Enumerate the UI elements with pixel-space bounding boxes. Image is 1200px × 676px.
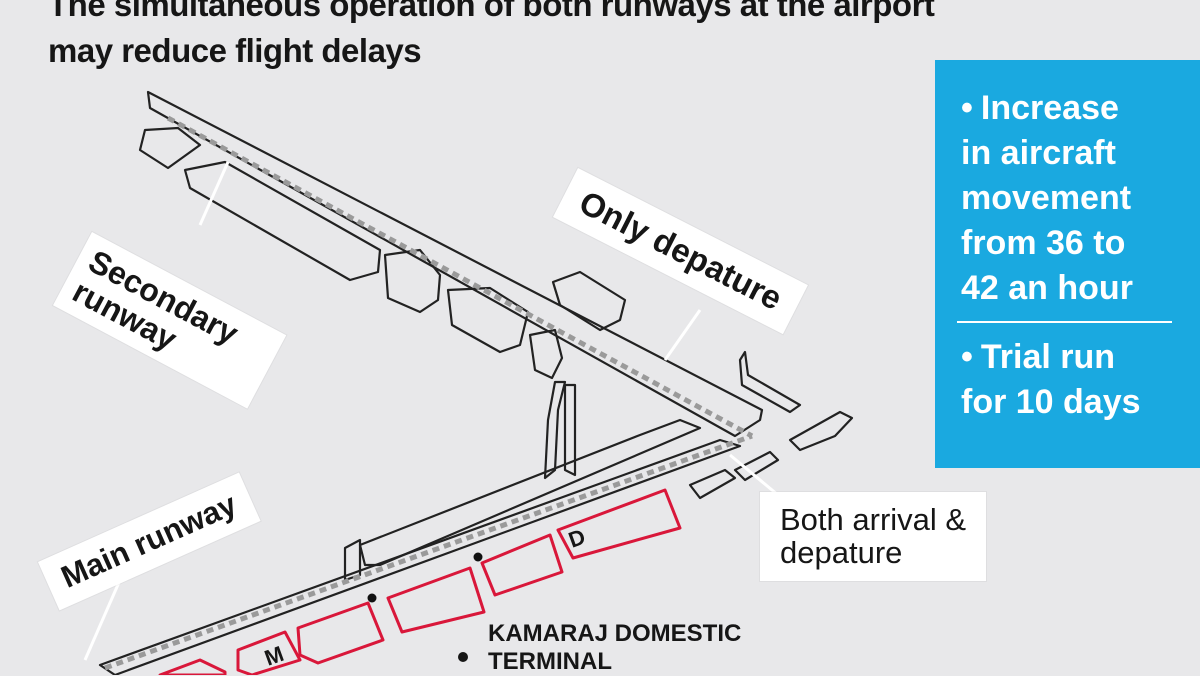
fact-separator: [957, 321, 1172, 323]
headline-line-1: The simultaneous operation of both runwa…: [48, 0, 935, 23]
terminal-label-line-1: KAMARAJ DOMESTIC: [488, 620, 742, 647]
terminal-label: KAMARAJ DOMESTIC TERMINAL: [458, 620, 742, 676]
terminal-dot: [367, 593, 377, 603]
taxiway-block: [528, 328, 564, 380]
main-runway-centerline: [104, 433, 753, 671]
fact-2-line-1: Trial run: [980, 338, 1116, 376]
leader-line: [198, 161, 230, 226]
main-runway-outline: [98, 438, 742, 675]
headline: The simultaneous operation of both runwa…: [48, 0, 935, 74]
apron-block: [733, 450, 780, 482]
terminal-block: [236, 630, 302, 675]
fact-1-line-2: in aircraft: [961, 134, 1116, 172]
both-arrival-departure-label: Both arrival & depature: [760, 492, 987, 582]
fact-1-line-4: from 36 to: [961, 224, 1126, 262]
fact-1-line-3: movement: [961, 179, 1132, 217]
fact-item-1: •Increase in aircraft movement from 36 t…: [961, 86, 1186, 311]
taxiway-block: [446, 286, 530, 354]
apron-block: [738, 350, 802, 414]
connector-taxiway: [543, 380, 567, 480]
terminal-block: [296, 601, 385, 665]
bullet-icon: •: [961, 89, 973, 127]
secondary-runway-outline: [146, 90, 764, 438]
parallel-taxiway: [358, 418, 702, 567]
headline-line-2: may reduce flight delays: [48, 32, 422, 69]
secondary-runway-centerline: [166, 115, 754, 439]
terminal-block: [386, 566, 486, 634]
fact-box: •Increase in aircraft movement from 36 t…: [935, 60, 1200, 468]
apron-block: [788, 410, 854, 452]
apron-block: [688, 468, 737, 500]
both-label-line-1: Both arrival &: [780, 502, 967, 537]
both-label-line-2: depature: [780, 534, 903, 570]
terminal-block: [158, 658, 227, 675]
taxiway-block: [551, 270, 627, 332]
taxiway-block: [138, 126, 202, 170]
fact-1-line-5: 42 an hour: [961, 269, 1133, 307]
fact-1-line-1: Increase: [980, 89, 1119, 127]
terminal-block: [556, 488, 682, 560]
fact-2-line-2: for 10 days: [961, 383, 1141, 421]
leader-line: [663, 309, 702, 361]
terminal-dot-icon: [458, 652, 468, 662]
terminal-dot: [473, 552, 483, 562]
terminal-label-line-2: TERMINAL: [488, 648, 612, 675]
bullet-icon: •: [961, 338, 973, 376]
terminal-block: [480, 533, 564, 597]
leader-line: [83, 579, 122, 661]
taxiway-block: [383, 248, 442, 314]
taxiway-block: [183, 160, 382, 282]
connector-taxiway: [563, 383, 577, 477]
fact-item-2: •Trial run for 10 days: [961, 335, 1186, 425]
parallel-taxiway: [343, 538, 362, 582]
